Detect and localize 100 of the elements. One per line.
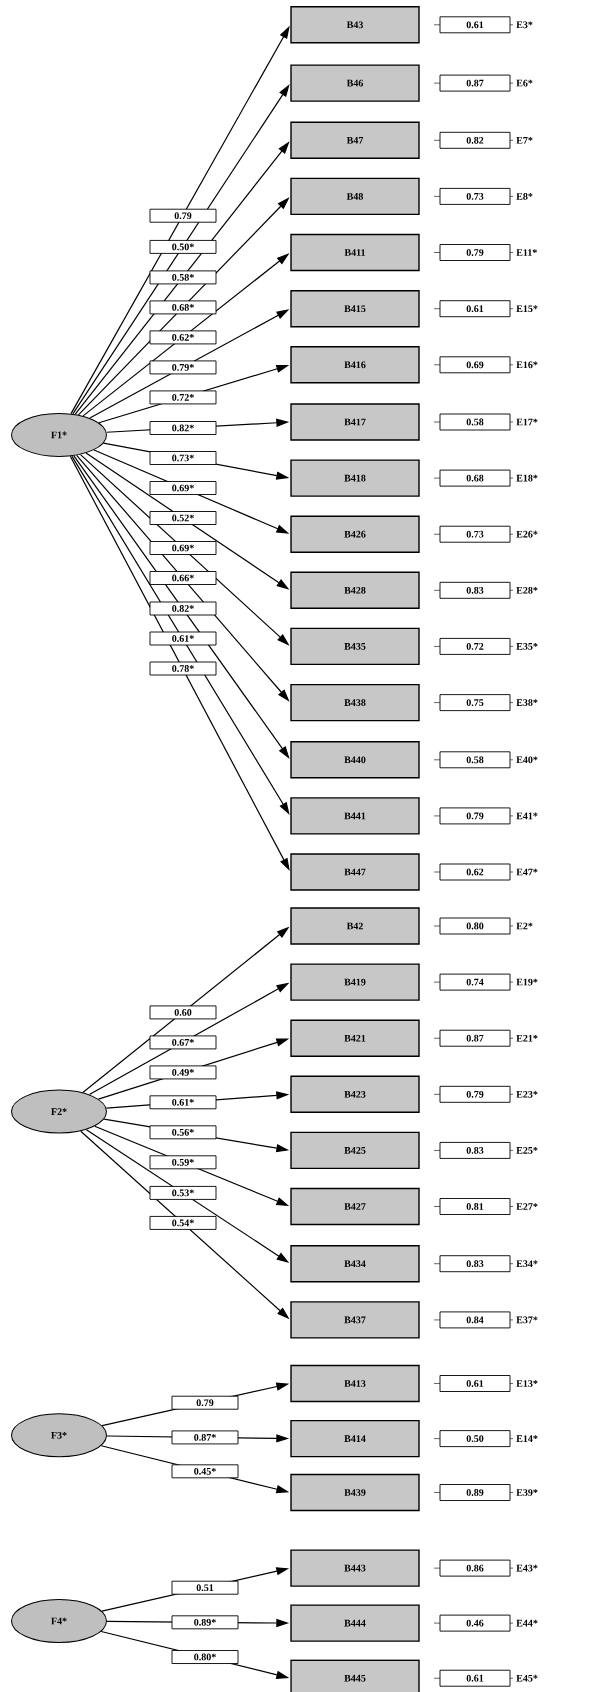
error-box: 0.82 [439, 131, 511, 149]
error-label: E19* [516, 978, 538, 986]
variable-box: B411 [290, 233, 420, 272]
error-label: E2* [516, 922, 533, 930]
error-box: 0.58 [439, 751, 511, 769]
variable-box: B416 [290, 346, 420, 384]
variable-box: B417 [290, 403, 420, 441]
edge-label: 0.82* [149, 421, 217, 435]
error-box: 0.87 [439, 1029, 511, 1047]
variable-box: B421 [290, 1019, 420, 1057]
edge-label: 0.66* [149, 571, 217, 585]
variable-box: B46 [290, 64, 420, 102]
error-box: 0.81 [439, 1198, 511, 1215]
error-label: E8* [516, 193, 533, 200]
variable-box: B48 [290, 177, 420, 216]
variable-box: B440 [290, 741, 420, 779]
edge-label: 0.58* [149, 270, 217, 285]
error-label: E15* [516, 305, 538, 313]
edge-label: 0.72* [149, 390, 217, 405]
edge-label: 0.82* [149, 601, 217, 616]
variable-box: B428 [290, 571, 420, 609]
edge-label: 0.80* [171, 1650, 239, 1664]
edge-label: 0.51 [171, 1580, 239, 1595]
error-label: E11* [516, 249, 537, 256]
variable-box: B427 [290, 1187, 420, 1226]
variable-box: B426 [290, 515, 420, 553]
variable-box: B435 [290, 627, 420, 666]
edge-label: 0.69* [149, 541, 217, 555]
error-label: E25* [516, 1147, 538, 1154]
error-label: E47* [516, 868, 538, 876]
variable-box: B445 [290, 1659, 420, 1692]
error-box: 0.46 [439, 1614, 511, 1632]
error-box: 0.68 [439, 469, 511, 487]
error-label: E6* [516, 79, 533, 87]
edge-label: 0.79 [149, 208, 217, 223]
edge-label: 0.67* [149, 1035, 217, 1050]
error-box: 0.72 [439, 637, 511, 655]
variable-box: B438 [290, 683, 420, 722]
edge-label: 0.59* [149, 1155, 217, 1170]
error-box: 0.79 [439, 807, 511, 825]
edge-label: 0.53* [149, 1185, 217, 1200]
edge-label: 0.52* [149, 511, 217, 525]
error-label: E39* [516, 1489, 538, 1496]
error-box: 0.86 [439, 1559, 511, 1577]
error-label: E21* [516, 1034, 538, 1042]
error-box: 0.61 [439, 300, 511, 318]
error-box: 0.75 [439, 694, 511, 712]
variable-box: B437 [290, 1301, 420, 1339]
edge-label: 0.56* [149, 1125, 217, 1140]
variable-box: B414 [290, 1419, 420, 1458]
error-box: 0.79 [439, 244, 511, 261]
error-label: E14* [516, 1435, 538, 1442]
variable-box: B43 [290, 6, 420, 44]
variable-box: B425 [290, 1131, 420, 1170]
error-label: E41* [516, 812, 538, 820]
variable-box: B434 [290, 1245, 420, 1283]
error-label: E44* [516, 1619, 538, 1627]
error-label: E16* [516, 361, 538, 369]
error-box: 0.61 [439, 1375, 511, 1392]
error-label: E35* [516, 643, 538, 650]
variable-box: B423 [290, 1075, 420, 1113]
error-label: E17* [516, 418, 538, 426]
edge-label: 0.50* [149, 239, 217, 254]
edge-label: 0.79* [149, 360, 217, 375]
error-box: 0.83 [439, 581, 511, 599]
edge-label: 0.87* [171, 1430, 239, 1445]
variable-box: B413 [290, 1364, 420, 1403]
error-label: E40* [516, 756, 538, 764]
edge-label: 0.62* [149, 330, 217, 345]
error-box: 0.83 [439, 1141, 511, 1159]
edge-label: 0.45* [171, 1464, 239, 1479]
variable-box: B419 [290, 963, 420, 1001]
edge-label: 0.61* [149, 1095, 217, 1110]
error-box: 0.69 [439, 356, 511, 374]
error-box: 0.73 [439, 525, 511, 543]
edge-label: 0.69* [149, 481, 217, 495]
error-label: E26* [516, 530, 538, 538]
error-label: E34* [516, 1260, 538, 1268]
variable-box: B444 [290, 1604, 420, 1642]
edge-label: 0.68* [149, 300, 217, 315]
edge-label: 0.79 [171, 1395, 239, 1410]
error-label: E27* [516, 1203, 538, 1210]
edge-label: 0.61* [149, 631, 217, 646]
error-box: 0.84 [439, 1311, 511, 1329]
error-box: 0.73 [439, 187, 511, 205]
error-label: E45* [516, 1674, 538, 1682]
error-box: 0.83 [439, 1255, 511, 1273]
error-box: 0.62 [439, 863, 511, 881]
error-box: 0.58 [439, 413, 511, 431]
variable-box: B42 [290, 907, 420, 945]
variable-box: B47 [290, 121, 420, 159]
variable-box: B443 [290, 1549, 420, 1587]
edge-label: 0.78* [149, 661, 217, 676]
error-label: E3* [516, 21, 533, 29]
error-box: 0.80 [439, 917, 511, 935]
error-box: 0.74 [439, 973, 511, 991]
edge-label: 0.60 [149, 1005, 217, 1020]
edge-label: 0.73* [149, 451, 217, 465]
error-label: E43* [516, 1564, 538, 1572]
error-label: E37* [516, 1316, 538, 1324]
